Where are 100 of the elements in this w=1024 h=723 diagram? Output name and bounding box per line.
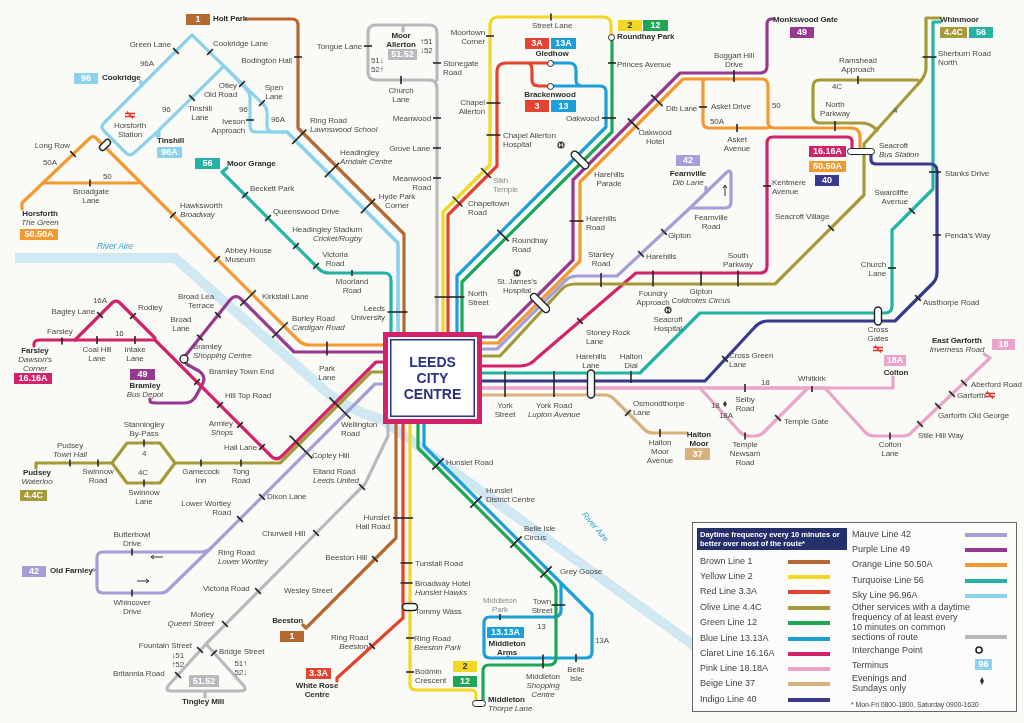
stop-label: Hunslet Hall Road xyxy=(355,513,390,531)
stop-label: Coal Hill Lane xyxy=(82,345,112,363)
stop-label: Grove Lane xyxy=(389,144,430,153)
stop-label: Street Lane xyxy=(532,21,573,30)
stop-label: Morley Queen Street xyxy=(167,610,214,628)
route-badge: 40 xyxy=(815,175,839,186)
route-badge: 1 xyxy=(186,14,210,25)
stop-label: Church Lane xyxy=(388,86,414,104)
stop-label: Stoney Rock Lane xyxy=(586,328,631,346)
stop-label: Oakwood xyxy=(565,114,599,123)
route-badge: 4.4C xyxy=(940,27,967,38)
route-badge: 51.52 xyxy=(189,675,219,687)
stop-label: Bramley Shopping Centre xyxy=(193,342,252,360)
stop-label: Halton Moor Avenue xyxy=(646,438,674,465)
stop-label: Lower Wortley Road xyxy=(181,499,231,517)
route-badge: 51.52 xyxy=(388,49,417,60)
stop-label: Roundhay Road xyxy=(512,236,548,254)
stop-label: Tinshill Lane xyxy=(188,104,212,122)
stop-label: Garforth xyxy=(957,391,986,400)
stop-label: Aberford Road xyxy=(971,380,1022,389)
route-number: 96 xyxy=(239,105,248,114)
stop-label: Middleton Park xyxy=(483,596,517,614)
route-number: 13A xyxy=(595,636,609,645)
stop-label: Horsforth Station xyxy=(114,121,146,139)
stop-label: Ring Road Lawnswood School xyxy=(310,116,378,134)
route-badge: 12 xyxy=(643,20,668,31)
legend-label: Terminus xyxy=(852,660,889,670)
route-number: 4C xyxy=(832,82,843,91)
stop-label: Chapel Allerton xyxy=(458,98,485,116)
direction-note: 51↓ 52↑ xyxy=(371,56,384,74)
stop-label: York Street xyxy=(494,401,516,419)
route-badge: 56 xyxy=(969,27,993,38)
route-badge: 16.16A xyxy=(14,373,52,384)
route-badge: 13 xyxy=(551,100,576,112)
terminus-sample: 96 xyxy=(975,659,992,670)
stop-label: Moortown Corner xyxy=(450,28,485,46)
terminus-label: Pudsey Waterloo xyxy=(21,468,53,486)
route-line xyxy=(91,382,385,595)
terminus-label: Fearnville Dib Lane xyxy=(669,169,707,187)
stop-label: Princes Avenue xyxy=(617,60,672,69)
stop-label: Fountain Street xyxy=(138,641,192,650)
stop-label: Tunstall Road xyxy=(415,559,463,568)
stop-label: Sikh Temple xyxy=(493,176,519,194)
stop-label: Ring Road Beeston Park xyxy=(414,634,461,652)
legend-label: Turquoise Line 56 xyxy=(852,575,924,585)
stop-label: Temple Gate xyxy=(784,417,829,426)
stop-label: Beeston Hill xyxy=(325,553,367,562)
stop-label: Stanks Drive xyxy=(945,169,990,178)
stop-label: Hunslet Road xyxy=(446,458,494,467)
route-badge: 96A xyxy=(157,147,182,158)
route-number: 96A xyxy=(271,115,285,124)
terminus-label: Farsley Dawson's Corner xyxy=(16,346,54,373)
route-line xyxy=(446,61,549,334)
terminus-label: Brackenwood xyxy=(524,90,576,99)
stop-label: Britannia Road xyxy=(113,669,165,678)
stop-label: Hunslet District Centre xyxy=(486,486,536,504)
terminus-label: White Rose Centre xyxy=(295,681,339,699)
route-number: 16A xyxy=(93,296,107,305)
stop-label: Harehills Road xyxy=(586,214,617,232)
stop-label: Sherburn Road North xyxy=(938,49,991,67)
terminus-label: Middleton Arms xyxy=(488,639,526,657)
direction-note: ↑51 ↓52 xyxy=(420,37,433,55)
terminus-label: Moor Grange xyxy=(227,159,276,168)
route-number: 13 xyxy=(537,622,546,631)
legend-label: Blue Line 13.13A xyxy=(700,633,769,643)
terminus-label: Halton Moor xyxy=(686,430,712,448)
stop-label: Oakwood Hotel xyxy=(638,128,672,146)
route-line xyxy=(480,352,992,438)
stop-label: Harehills Parade xyxy=(593,170,625,188)
legend-label: Yellow Line 2 xyxy=(700,571,753,581)
route-line xyxy=(408,422,478,702)
stop-label: Cross Gates xyxy=(867,325,889,343)
stop-label: Otley Old Road xyxy=(204,81,237,99)
terminus-label: Seacroft Bus Station xyxy=(879,141,919,159)
river-label: River Aire xyxy=(97,242,133,251)
stop-label: Swarcliffe Avenue xyxy=(874,188,908,206)
stop-label: Garforth Old George xyxy=(938,411,1010,420)
stop-label: York Road Lupton Avenue xyxy=(527,401,581,419)
stop-label: Kirkstall Lane xyxy=(262,292,309,301)
stop-label: Victoria Road xyxy=(322,250,348,268)
legend-label: Beige Line 37 xyxy=(700,678,756,688)
stop-label: Abbey House Museum xyxy=(225,246,272,264)
stop-label: North Parkway xyxy=(820,100,850,118)
route-line xyxy=(148,294,385,405)
route-number: 96A xyxy=(140,59,154,68)
stop-label: Seacroft Village xyxy=(775,212,830,221)
terminus-label: Moor Allerton xyxy=(386,31,416,49)
stop-label: Gamecock Inn xyxy=(182,467,220,485)
legend-label: Brown Line 1 xyxy=(700,556,753,566)
stop-label: Stanningley By-Pass xyxy=(123,420,165,438)
stop-label: Dixon Lane xyxy=(267,492,307,501)
legend-label: Olive Line 4.4C xyxy=(700,602,762,612)
route-number: 50 xyxy=(772,101,781,110)
stop-label: Ramshead Approach xyxy=(839,56,877,74)
route-line xyxy=(32,338,385,461)
route-badge: 49 xyxy=(790,27,814,38)
stop-label: Stile Hill Way xyxy=(918,431,964,440)
stop-label: Queenswood Drive xyxy=(273,207,340,216)
stop-label: Harehills xyxy=(646,252,677,261)
terminus-label: Gledhow xyxy=(535,49,569,58)
